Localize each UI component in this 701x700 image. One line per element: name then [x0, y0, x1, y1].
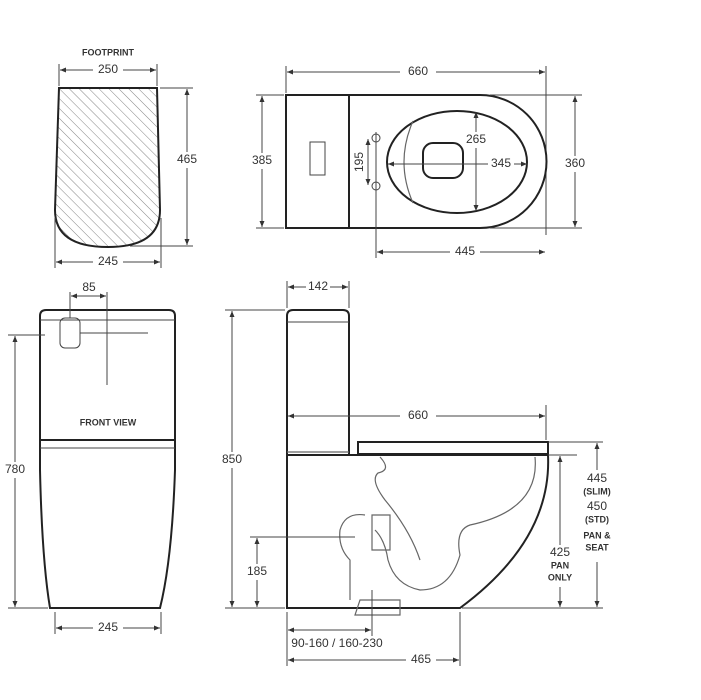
side-tank-depth: 142: [308, 279, 328, 293]
footprint-depth: 465: [177, 152, 197, 166]
base-length: 465: [411, 652, 431, 666]
flush-offset: 85: [82, 280, 96, 294]
bolt-to-front: 445: [455, 244, 475, 258]
bolt-spacing: 195: [352, 152, 366, 172]
pan-seat-height-std: 450: [587, 499, 607, 513]
pan-seat-label: PAN &: [583, 530, 611, 540]
flush-button: [309, 141, 326, 176]
footprint-shape: [53, 87, 162, 249]
seat-side: [357, 441, 549, 455]
footprint-title: FOOTPRINT: [82, 47, 134, 57]
pan-only-label: ONLY: [548, 572, 572, 582]
seat-inner-length: 345: [491, 156, 511, 170]
pan-seat-label: SEAT: [585, 542, 609, 552]
pan-width: 360: [565, 156, 585, 170]
tank-depth-top: 385: [252, 153, 272, 167]
footprint-view: FOOTPRINT 250 465 245: [53, 47, 200, 270]
top-view: 660 195 265 345 385 360 445: [249, 64, 588, 260]
tank-side: [286, 309, 350, 455]
flush-button-front: [59, 317, 81, 349]
top-length: 660: [408, 64, 428, 78]
pan-only-label: PAN: [551, 560, 569, 570]
trap-path: [339, 456, 536, 616]
pan-front: [39, 439, 176, 609]
front-base-width: 245: [98, 620, 118, 634]
std-label: (STD): [585, 514, 609, 524]
footprint-width-top: 250: [98, 62, 118, 76]
set-out-range: 90-160 / 160-230: [291, 636, 383, 650]
side-height: 850: [222, 452, 242, 466]
footprint-width-bottom: 245: [98, 254, 118, 268]
seat-opening: [386, 110, 528, 214]
pan-only-height: 425: [550, 545, 570, 559]
side-length: 660: [408, 408, 428, 422]
seat-inner-width: 265: [466, 132, 486, 146]
side-view: 142 660 850 185 90-160 / 160-230 465 425…: [219, 279, 616, 668]
front-height: 780: [5, 462, 25, 476]
front-view-title: FRONT VIEW: [80, 417, 137, 427]
pan-side: [286, 454, 550, 609]
pan-outline-top: [285, 94, 548, 229]
pan-seat-height-slim: 445: [587, 471, 607, 485]
front-view: 85 FRONT VIEW 780 245: [3, 280, 176, 636]
slim-label: (SLIM): [583, 486, 611, 496]
bowl-outlet: [422, 142, 464, 179]
inlet-height: 185: [247, 564, 267, 578]
